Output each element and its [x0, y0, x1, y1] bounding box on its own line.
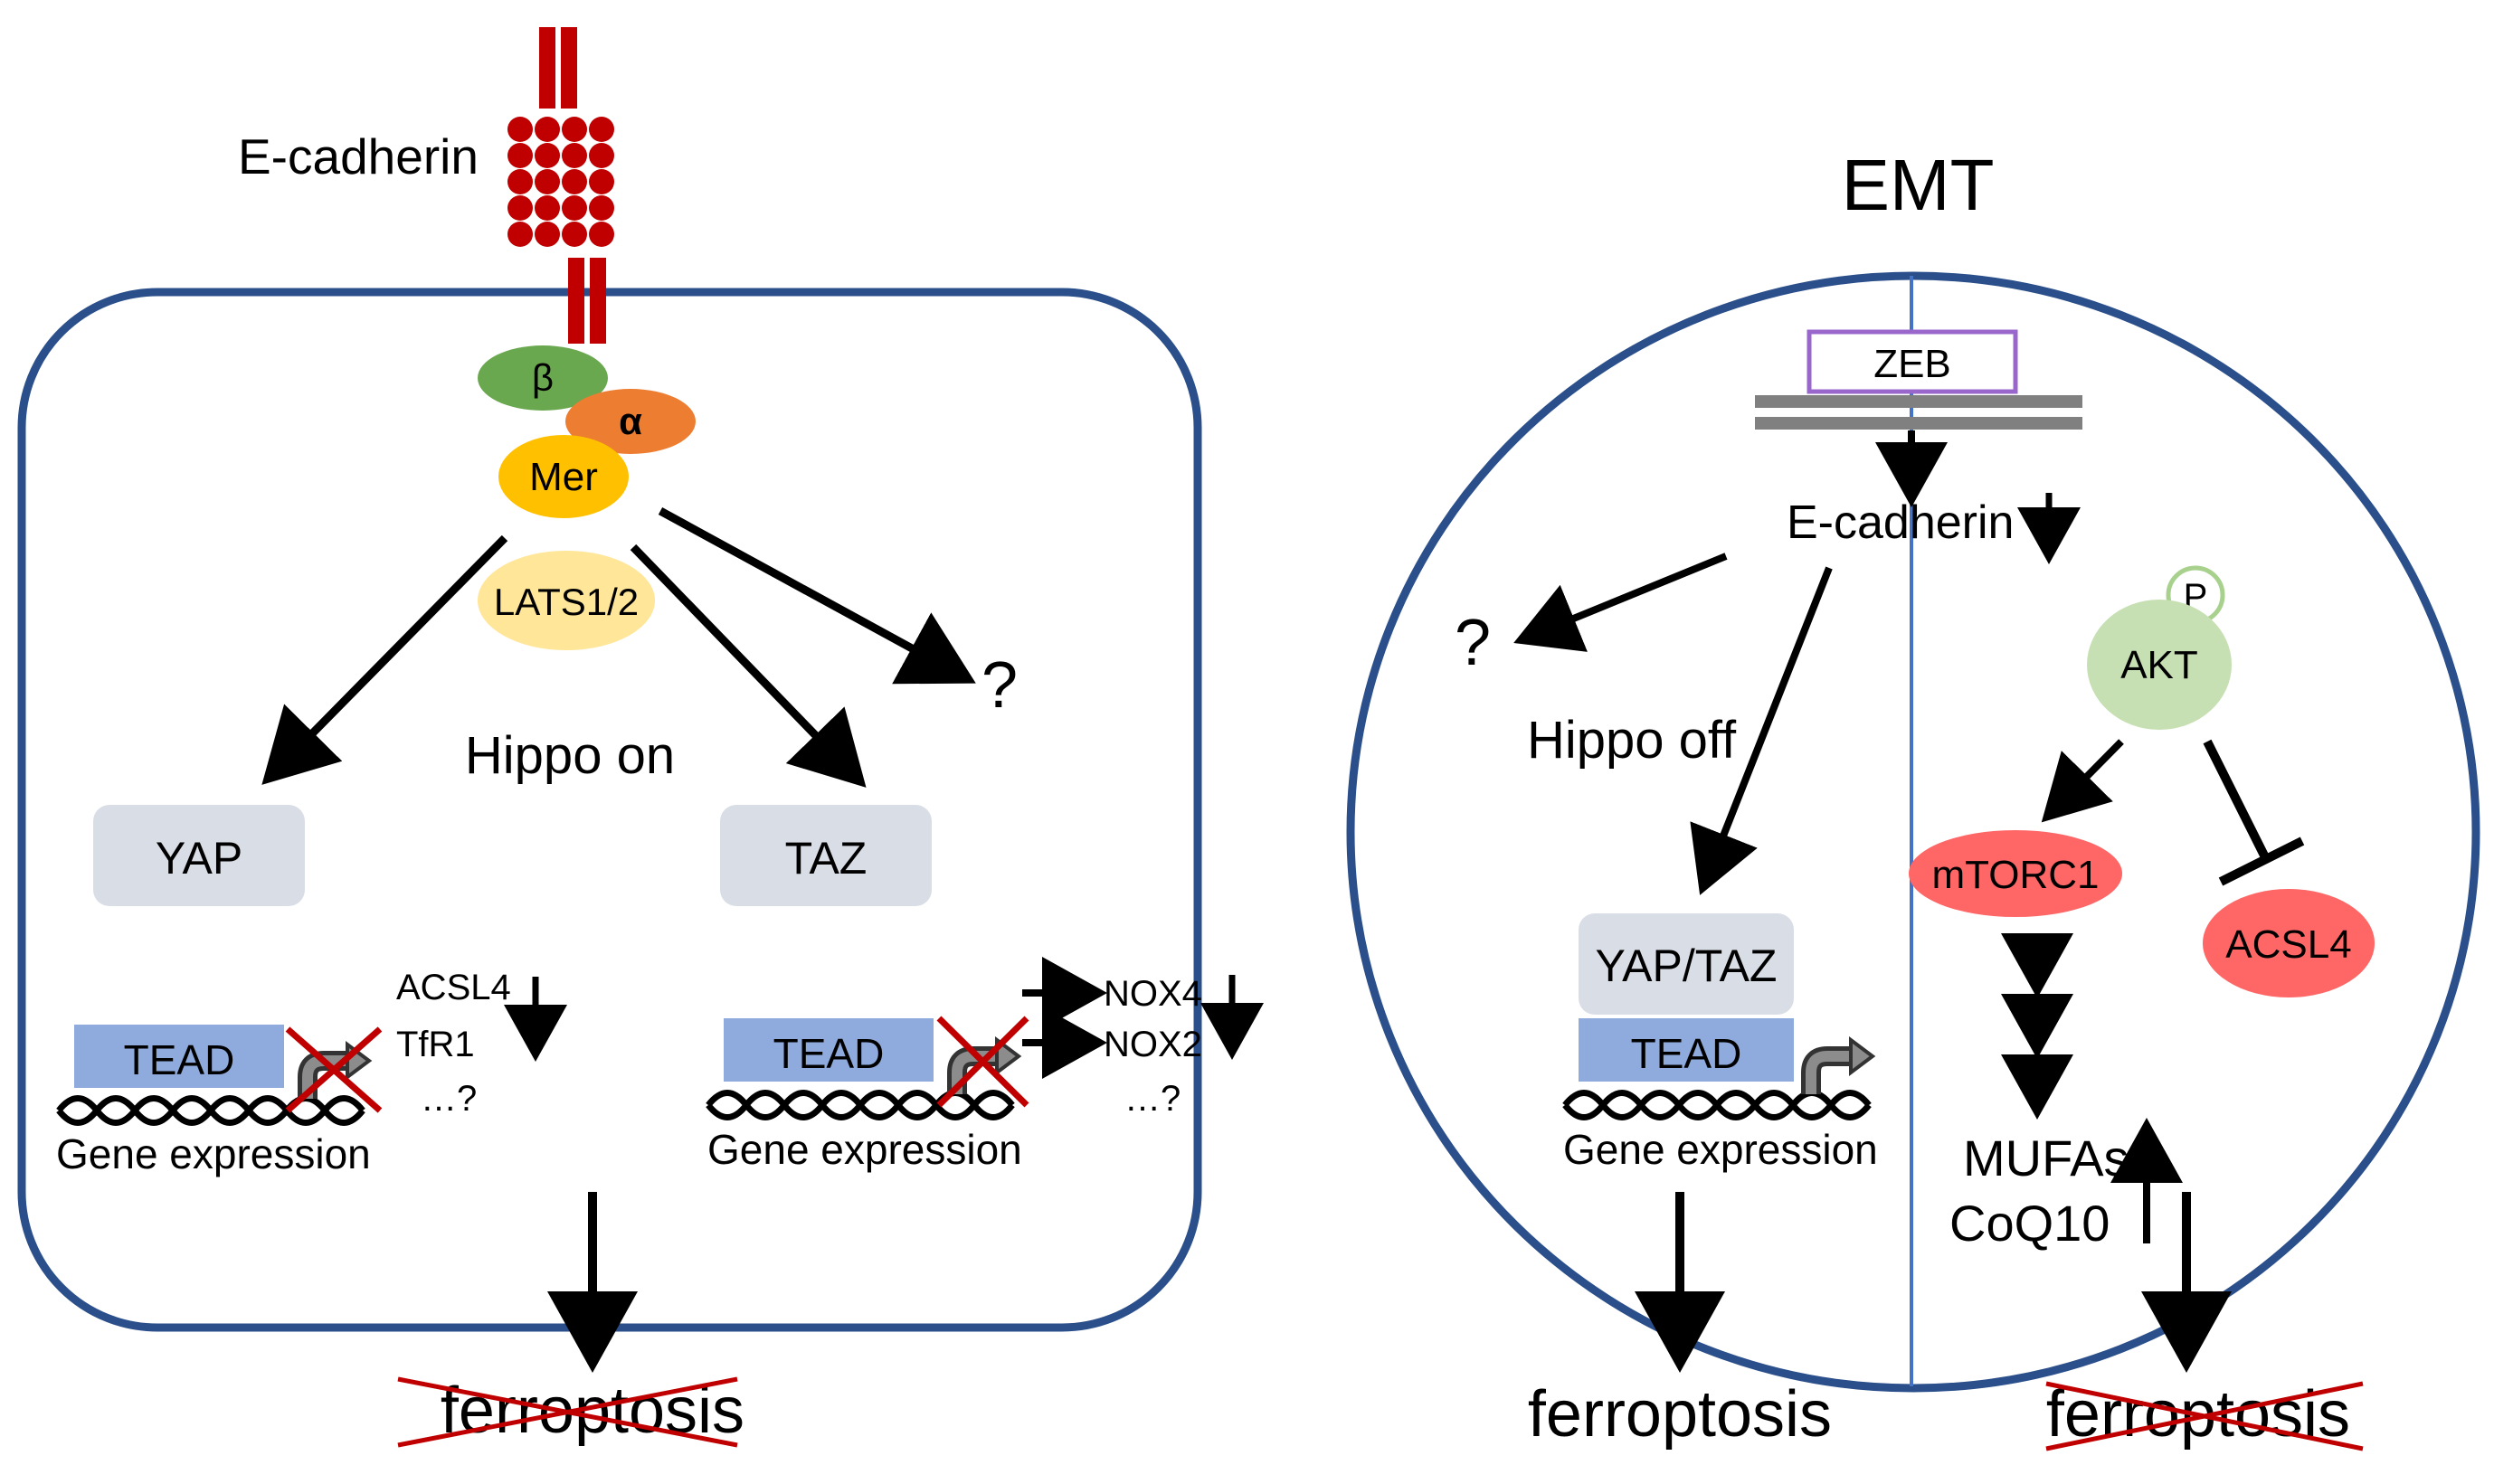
yap-box: [93, 805, 305, 906]
arrow-ecad-to-unknown: [1513, 553, 1728, 652]
right-panel: EMT ZEB E-cadherin ? Hippo off YAP/TAZ T…: [1346, 145, 2480, 1451]
yaptaz-box: [1579, 913, 1794, 1015]
inhibit-bar-acsl4: [2218, 837, 2305, 886]
lats-label: LATS1/2: [494, 581, 639, 623]
tead-label-right: TEAD: [1631, 1030, 1742, 1077]
tead-box-right: [1579, 1018, 1794, 1082]
arrow-to-yap: [261, 534, 508, 785]
dna-icon-taz: [708, 1093, 1012, 1118]
hippo-on-label: Hippo on: [465, 726, 675, 785]
taz-box: [720, 805, 932, 906]
zeb-box: [1806, 329, 2018, 394]
ferroptosis-cross-icon-left: [397, 1376, 738, 1448]
yap-label: YAP: [156, 833, 242, 884]
emt-title: EMT: [1842, 145, 1995, 225]
target-unknown-taz: …?: [1124, 1079, 1181, 1119]
merlin-oval: [498, 435, 629, 518]
arrow-to-taz: [630, 544, 867, 788]
yaptaz-label: YAP/TAZ: [1596, 940, 1778, 991]
tead-label-taz: TEAD: [773, 1030, 885, 1077]
promoter-arrow-icon-right: [1811, 1040, 1873, 1094]
acsl4-label: ACSL4: [2225, 922, 2351, 967]
target-nox2: NOX2: [1104, 1025, 1202, 1064]
tead-box-taz: [724, 1018, 934, 1082]
gene-expression-label-yap: Gene expression: [56, 1130, 371, 1177]
beta-catenin-label: β: [532, 356, 554, 399]
arrow-to-unknown: [658, 507, 976, 685]
dna-bar-top: [1755, 395, 2082, 408]
arrow-akt-to-mtorc1: [2041, 739, 2124, 823]
mtorc1-oval: [1909, 830, 2122, 917]
coq10-label: CoQ10: [1949, 1195, 2110, 1252]
e-cadherin-label: E-cadherin: [238, 128, 479, 184]
acsl4-oval: [2203, 889, 2375, 997]
target-unknown-yap: …?: [421, 1079, 477, 1119]
unknown-mark: ?: [981, 649, 1018, 722]
gene-expression-label-right: Gene expression: [1563, 1126, 1878, 1173]
alpha-catenin-label: α: [619, 400, 642, 442]
dna-icon-yap: [59, 1099, 363, 1123]
inhibit-akt-to-acsl4: [2203, 739, 2271, 862]
beta-catenin-oval: [478, 345, 608, 411]
e-cadherin-label-right: E-cadherin: [1787, 496, 2014, 549]
target-nox4: NOX4: [1104, 974, 1202, 1014]
lats-oval: [478, 551, 655, 650]
akt-oval: [2087, 600, 2232, 730]
alpha-catenin-oval: [565, 389, 696, 454]
taz-label: TAZ: [785, 833, 868, 884]
dna-bar-bottom: [1755, 417, 2082, 430]
left-panel: E-cadherin β α Mer LATS1/2 ? Hippo on YA…: [17, 27, 1264, 1448]
unknown-mark-right: ?: [1455, 607, 1491, 679]
akt-label: AKT: [2120, 643, 2198, 687]
e-cadherin-receptor-icon: [507, 27, 614, 344]
gene-expression-label-taz: Gene expression: [707, 1126, 1022, 1173]
zeb-label: ZEB: [1873, 342, 1951, 386]
dna-icon-right: [1565, 1093, 1869, 1118]
ferroptosis-cross-icon-right: [2045, 1381, 2364, 1451]
tead-label-yap: TEAD: [124, 1036, 235, 1083]
blocked-cross-icon-yap: [285, 1026, 383, 1113]
target-acsl4: ACSL4: [396, 968, 511, 1007]
target-tfr1: TfR1: [396, 1025, 475, 1064]
hippo-off-label: Hippo off: [1527, 711, 1737, 770]
tead-box-yap: [74, 1025, 284, 1088]
mufas-label: MUFAs: [1963, 1130, 2129, 1186]
mtorc1-label: mTORC1: [1932, 853, 2100, 897]
merlin-label: Mer: [529, 455, 598, 499]
ferroptosis-label-right-a: ferroptosis: [1528, 1378, 1832, 1451]
arrow-ecad-to-yaptaz: [1690, 566, 1833, 895]
blocked-cross-icon-taz: [936, 1016, 1029, 1108]
